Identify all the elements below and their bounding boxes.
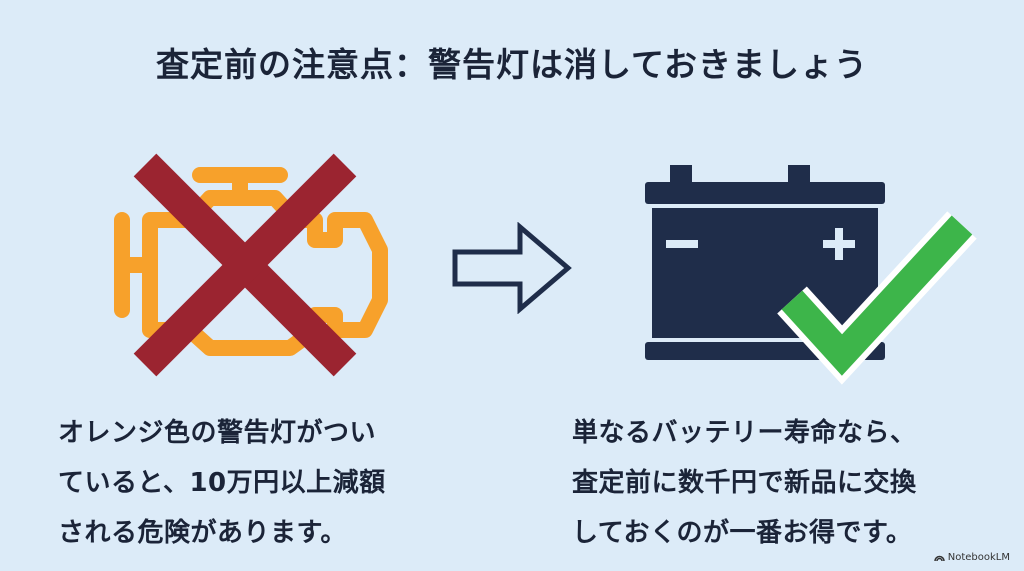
right-description: 単なるバッテリー寿命なら、 査定前に数千円で新品に交換 しておくのが一番お得です… [572, 408, 917, 558]
text-line: しておくのが一番お得です。 [572, 518, 913, 548]
notebooklm-icon [934, 555, 945, 562]
red-x-icon [133, 153, 357, 377]
right-arrow-outline-icon [452, 222, 572, 314]
text-line: 単なるバッテリー寿命なら、 [572, 418, 917, 448]
text-line: ていると、10万円以上減額 [58, 468, 386, 498]
text-line: される危険があります。 [58, 518, 347, 548]
text-line: オレンジ色の警告灯がつい [58, 418, 377, 448]
left-description: オレンジ色の警告灯がつい ていると、10万円以上減額 される危険があります。 [58, 408, 386, 558]
engine-warning-icon [114, 167, 388, 356]
logo-text: NotebookLM [947, 552, 1010, 563]
notebooklm-logo: NotebookLM [934, 552, 1010, 563]
text-line: 査定前に数千円で新品に交換 [572, 468, 917, 498]
green-check-icon [777, 211, 977, 385]
page-title: 査定前の注意点：警告灯は消しておきましょう [155, 45, 869, 84]
